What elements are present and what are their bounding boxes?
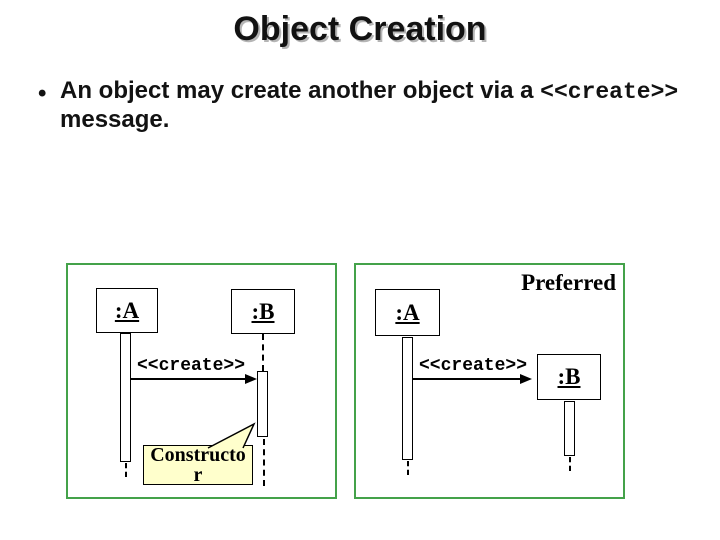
activation-bar-a-right [402,337,413,460]
activation-bar-b-right [564,401,575,456]
create-arrow-right [413,378,521,380]
create-message-label-left: <<create>> [136,356,246,376]
bullet-suffix: message. [60,106,170,133]
bullet-marker: • [38,80,47,107]
create-arrow-left [131,378,246,380]
callout-tail [207,422,256,449]
activation-bar-b-left [257,371,268,437]
lifeline-b-lower-left [263,439,265,486]
object-label-b-right: :B [557,364,581,389]
preferred-label: Preferred [521,270,616,295]
diagram-panel-right: Preferred :A <<create>> :B [354,263,625,499]
activation-bar-a-left [120,333,131,462]
object-label-b-left: :B [251,298,275,324]
create-arrowhead-right [520,374,532,384]
lifeline-a-left [125,463,127,477]
lifeline-b-upper-left [262,334,264,371]
object-box-b-right: :B [537,354,601,400]
callout-text-line2: r [193,464,203,486]
lifeline-a-right [407,461,409,475]
create-message-label-right: <<create>> [418,356,528,376]
object-label-a-left: :A [114,297,140,323]
object-label-a-right: :A [395,299,420,325]
bullet-text: An object may create another object via … [60,77,710,133]
bullet-line-1: An object may create another object via … [60,77,679,105]
create-arrowhead-left [245,374,257,384]
object-box-b-left: :B [231,289,295,334]
callout-text-line1: Constructo [150,444,246,466]
object-box-a-right: :A [375,289,440,336]
constructor-callout: Constructo r [143,445,253,485]
diagram-panel-left: :A :B <<create>> Constructo r [66,263,337,499]
page-title: Object Creation [233,10,487,48]
lifeline-b-right [569,457,571,471]
bullet-prefix: An object may create another object via … [60,77,541,104]
object-box-a-left: :A [96,288,158,333]
create-code: <<create>> [540,79,679,105]
